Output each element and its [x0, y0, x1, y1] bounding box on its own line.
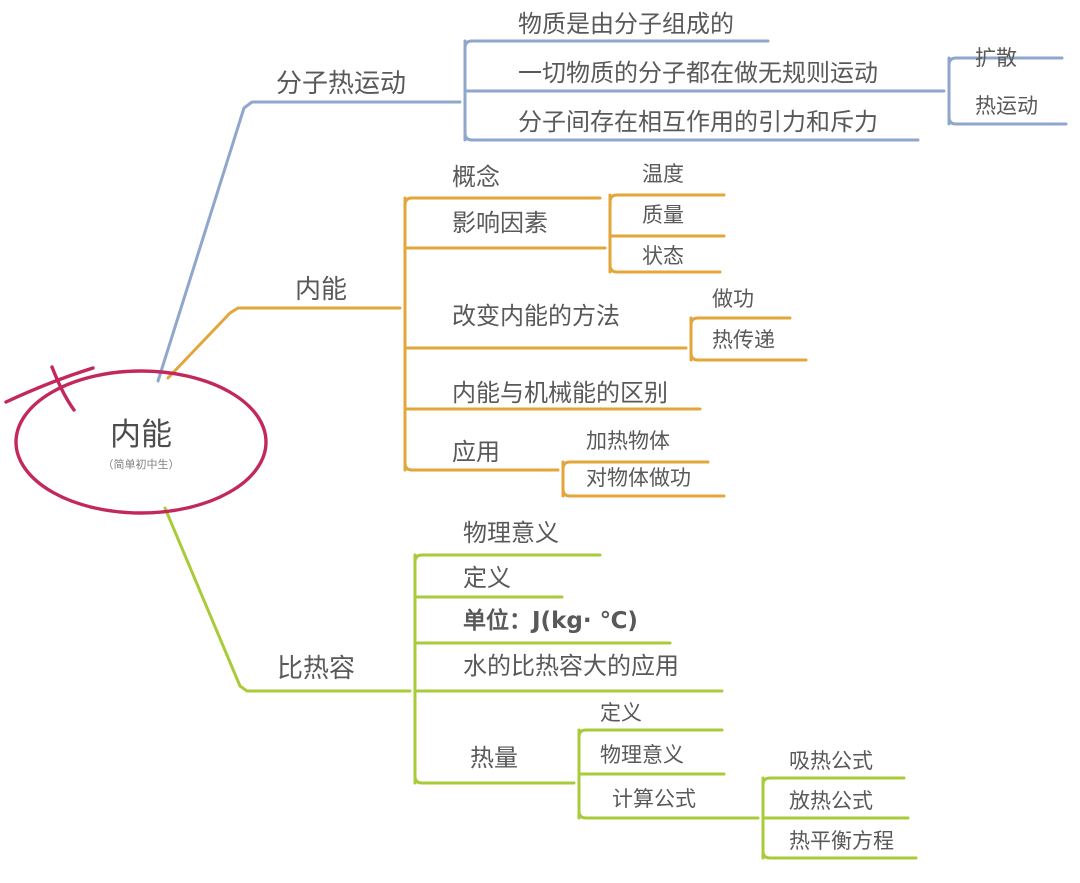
- branch-connectors-internal-energy: [166, 193, 808, 498]
- root-node-subtitle: （简单初中生）: [102, 458, 180, 471]
- branch-connectors-molecular-motion: [156, 39, 1068, 383]
- node-thermal-motion[interactable]: 热运动: [975, 94, 1038, 118]
- node-heat-absorption-formula[interactable]: 吸热公式: [789, 749, 873, 773]
- branch-label-molecular-motion[interactable]: 分子热运动: [276, 69, 407, 99]
- node-influencing-factors[interactable]: 影响因素: [452, 209, 548, 237]
- node-matter-composed-of-molecules[interactable]: 物质是由分子组成的: [518, 10, 734, 38]
- node-doing-work-on-object[interactable]: 对物体做功: [586, 466, 691, 490]
- node-heating-object[interactable]: 加热物体: [586, 429, 670, 453]
- node-intermolecular-attraction-repulsion[interactable]: 分子间存在相互作用的引力和斥力: [518, 108, 878, 136]
- node-heat-transfer[interactable]: 热传递: [712, 328, 775, 352]
- root-ellipse: [4, 365, 268, 515]
- node-all-molecules-in-random-motion[interactable]: 一切物质的分子都在做无规则运动: [518, 59, 878, 87]
- node-physical-meaning[interactable]: 物理意义: [463, 519, 559, 547]
- node-mass[interactable]: 质量: [642, 203, 684, 227]
- root-node-label[interactable]: 内能: [110, 417, 172, 453]
- node-doing-work[interactable]: 做功: [712, 287, 754, 311]
- node-heat-release-formula[interactable]: 放热公式: [789, 789, 873, 813]
- node-temperature[interactable]: 温度: [642, 162, 684, 186]
- node-applications[interactable]: 应用: [452, 438, 500, 466]
- node-concept[interactable]: 概念: [452, 163, 500, 191]
- node-heat-quantity[interactable]: 热量: [470, 744, 518, 772]
- node-thermal-equilibrium-equation[interactable]: 热平衡方程: [789, 829, 894, 853]
- branch-connectors-specific-heat: [163, 506, 918, 860]
- branch-label-specific-heat-capacity[interactable]: 比热容: [277, 654, 356, 684]
- node-water-high-specific-heat-application[interactable]: 水的比热容大的应用: [463, 652, 679, 680]
- node-definition[interactable]: 定义: [463, 564, 511, 592]
- branch-label-internal-energy[interactable]: 内能: [295, 275, 348, 305]
- node-unit[interactable]: 单位：J(kg· ℃): [463, 608, 638, 634]
- node-diffusion[interactable]: 扩散: [975, 46, 1017, 70]
- node-difference-internal-mechanical-energy[interactable]: 内能与机械能的区别: [452, 379, 668, 407]
- node-state[interactable]: 状态: [642, 244, 684, 268]
- node-calculation-formula[interactable]: 计算公式: [612, 787, 696, 811]
- node-heat-definition[interactable]: 定义: [600, 701, 642, 725]
- node-heat-physical-meaning[interactable]: 物理意义: [600, 743, 684, 767]
- node-methods-to-change-internal-energy[interactable]: 改变内能的方法: [452, 302, 620, 330]
